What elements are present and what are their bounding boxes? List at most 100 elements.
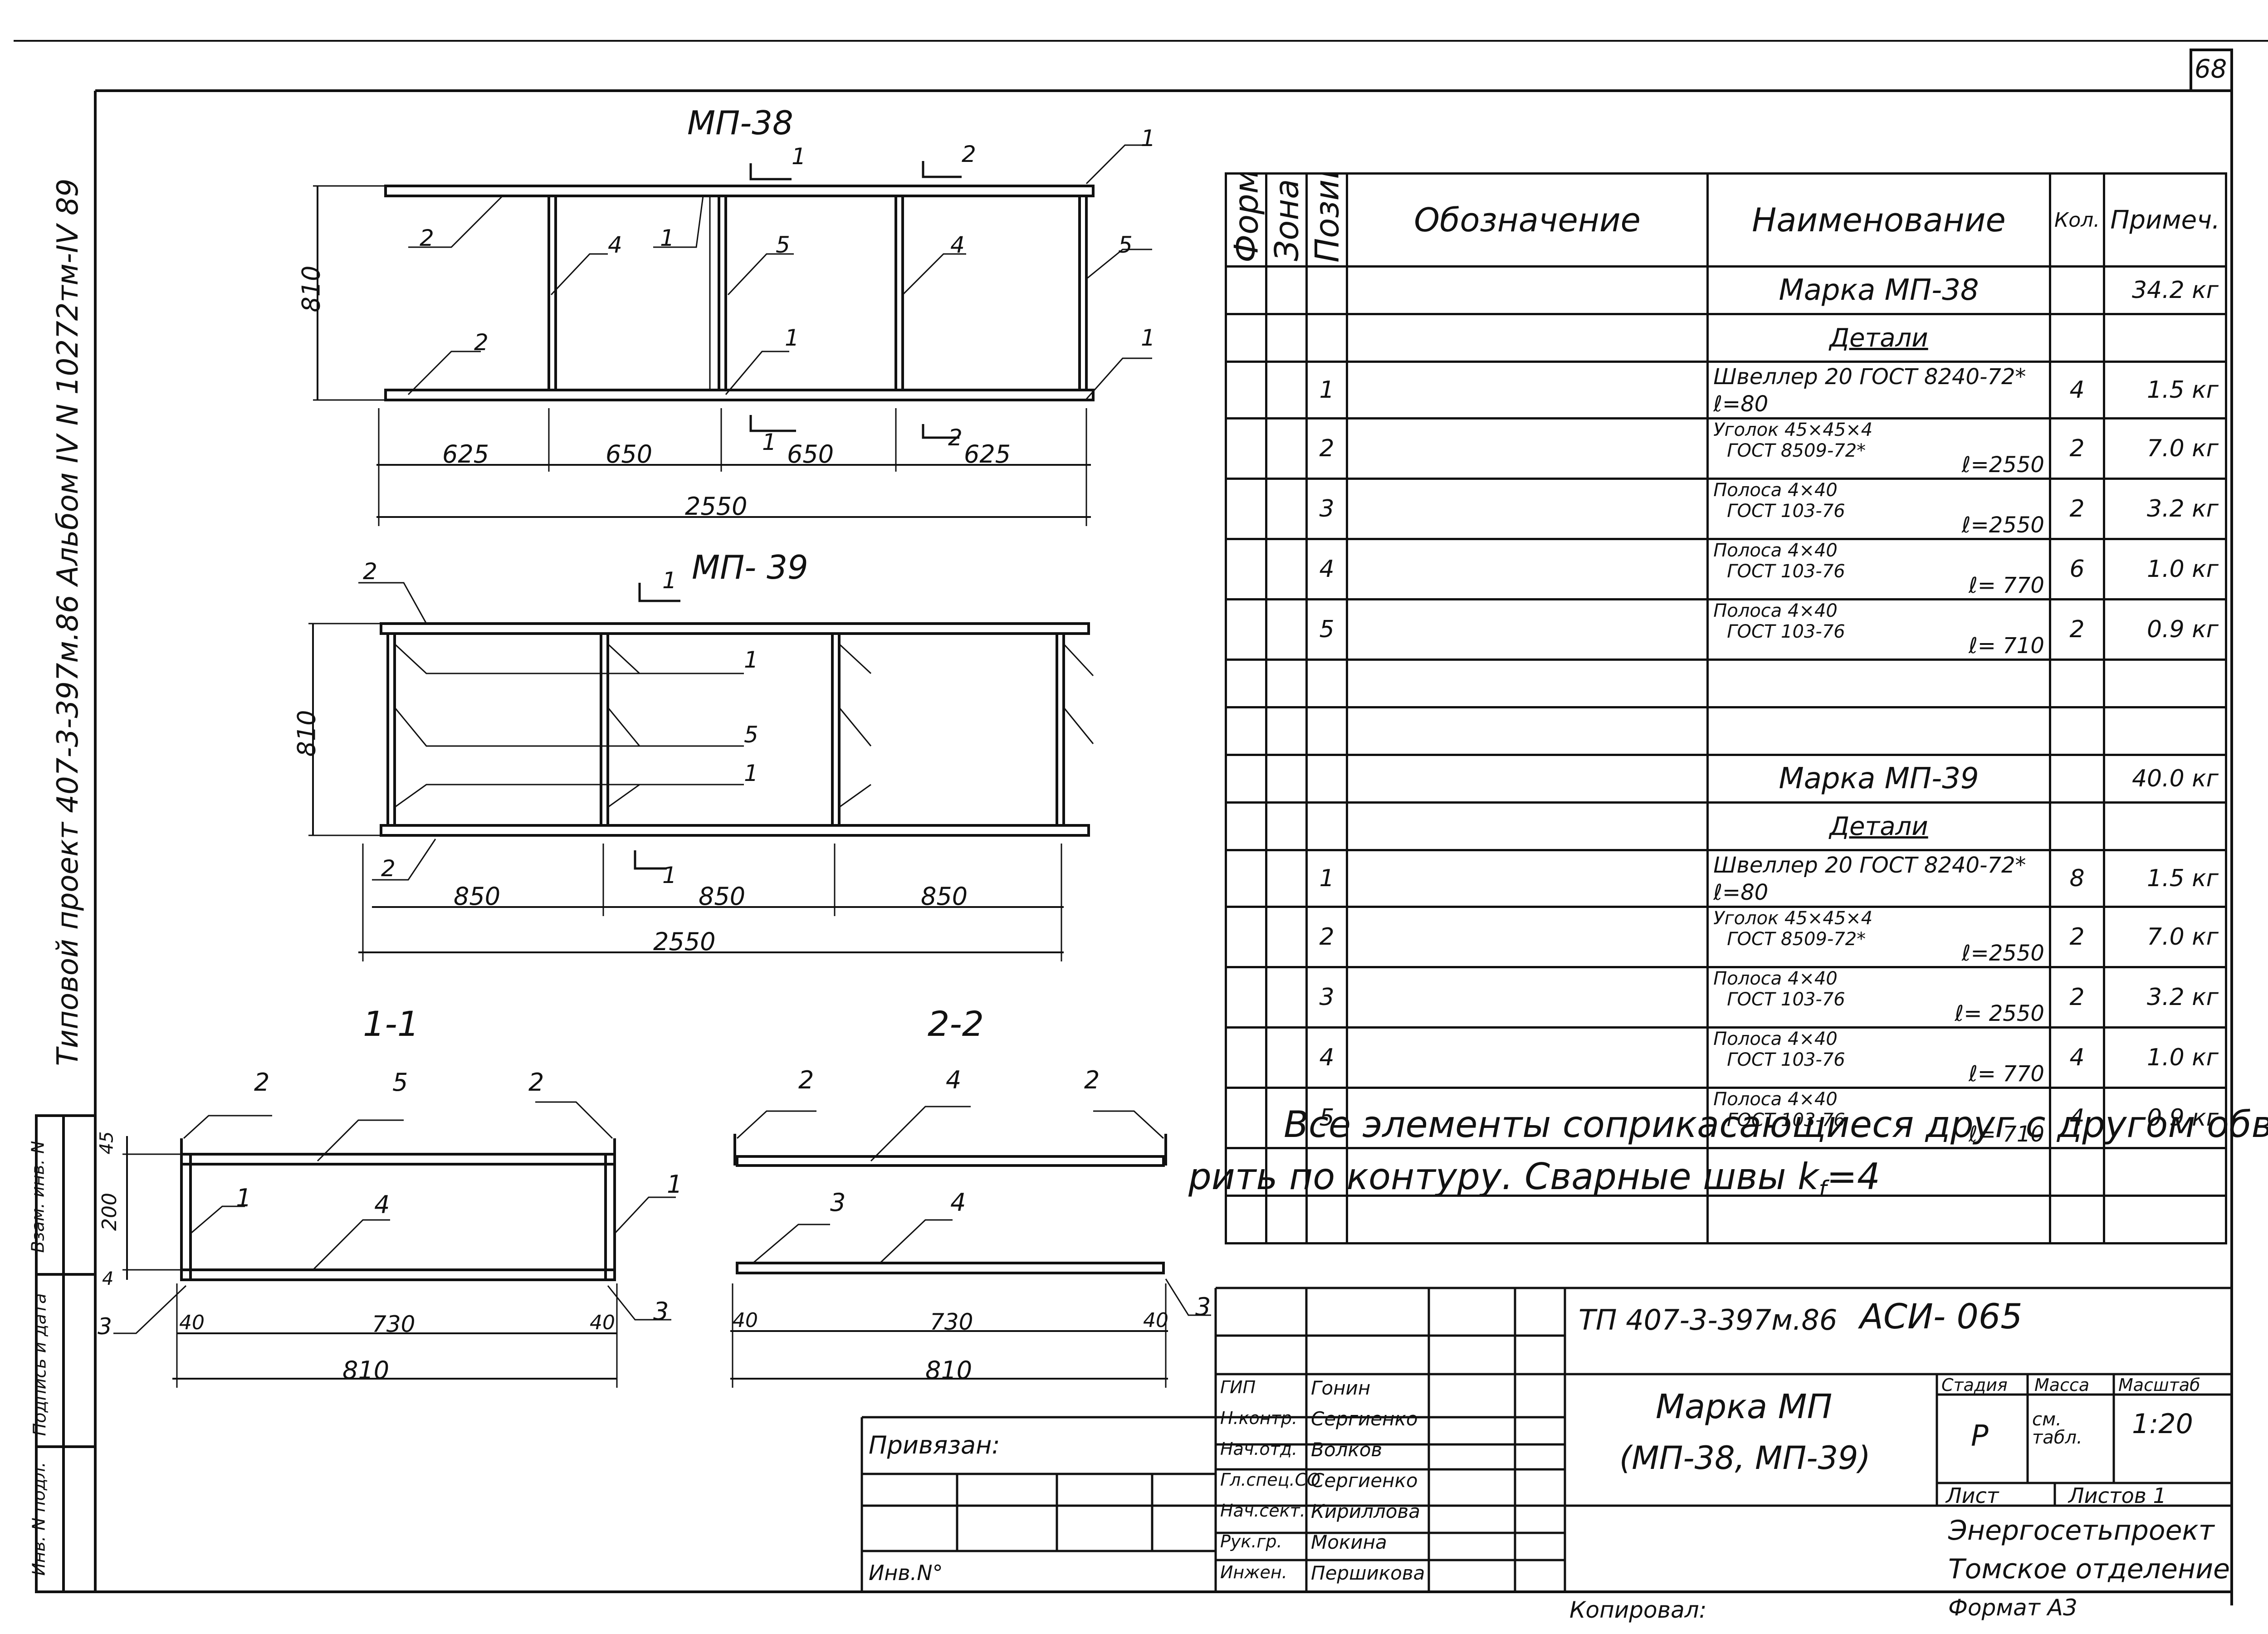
mp38-pos-2b: 2 bbox=[474, 329, 489, 356]
sec11-vdim-45: 45 bbox=[96, 1131, 117, 1155]
header-qty: Кол. bbox=[2048, 172, 2106, 268]
header-name: Наименование bbox=[1706, 172, 2051, 268]
sec22-total: 810 bbox=[925, 1356, 973, 1385]
sec11-pos-3a: 3 bbox=[98, 1313, 112, 1340]
spec-item-position: 4 bbox=[1305, 1026, 1348, 1089]
sec11-dim-40a: 40 bbox=[179, 1311, 205, 1334]
spec-section-title: Детали bbox=[1706, 801, 2051, 851]
tb-sheet-label: Лист bbox=[1946, 1483, 1999, 1508]
tb-copied: Копировал: bbox=[1569, 1597, 1707, 1623]
spec-item-mass: 1.5 кг bbox=[2103, 849, 2227, 908]
spec-item-length: ℓ= 710 bbox=[1968, 1122, 2044, 1147]
spec-item-line2: ГОСТ 103-76 bbox=[1727, 561, 1845, 582]
tb-role: Нач.сект. bbox=[1220, 1501, 1305, 1521]
mp38-pos-1c: 1 bbox=[1141, 325, 1155, 351]
spec-item-mass: 7.0 кг bbox=[2103, 417, 2227, 480]
weld-note-line2: рить по контуру. Сварные швы kf=4 bbox=[1188, 1156, 1880, 1201]
header-zone: Зона bbox=[1266, 173, 1307, 267]
spec-item-line1: Полоса 4×40 bbox=[1713, 600, 1838, 622]
mp38-pos-5b: 5 bbox=[1118, 232, 1133, 258]
tb-role: Нач.отд. bbox=[1220, 1439, 1298, 1459]
spec-item-line1: Уголок 45×45×4 bbox=[1713, 419, 1873, 441]
spec-item-position: 4 bbox=[1305, 538, 1348, 600]
spec-item-qty: 2 bbox=[2048, 966, 2106, 1029]
side-stamp-sign: Подпись и дата bbox=[29, 1293, 50, 1436]
tb-person: Сергиенко bbox=[1311, 1469, 1418, 1492]
tb-mass-label: Масса bbox=[2034, 1375, 2090, 1395]
mp38-pos-5a: 5 bbox=[776, 232, 790, 258]
spec-item-qty: 2 bbox=[2048, 906, 2106, 968]
section-1-1-drawing bbox=[113, 1101, 676, 1388]
tb-mass: см. табл. bbox=[2032, 1409, 2082, 1448]
tb-role: Гл.спец.СО bbox=[1220, 1470, 1321, 1490]
mp38-pos-1top: 1 bbox=[1141, 125, 1155, 151]
mp38-dim-1: 625 bbox=[442, 440, 489, 468]
spec-item-mass: 0.9 кг bbox=[2103, 1087, 2227, 1149]
mp38-height-dim: 810 bbox=[297, 265, 326, 312]
spec-section-title: Детали bbox=[1706, 313, 2051, 363]
spec-row bbox=[1225, 1195, 2227, 1244]
mp38-title: МП-38 bbox=[687, 104, 793, 142]
spec-item-length: ℓ= 2550 bbox=[1955, 1001, 2044, 1026]
spec-item-length: ℓ=2550 bbox=[1961, 941, 2044, 966]
spec-item-line2: ГОСТ 8509-72* bbox=[1727, 440, 1866, 461]
mp38-sec2-bot: 2 bbox=[948, 424, 963, 451]
title-block-grid bbox=[860, 1287, 2232, 1592]
header-note: Примеч. bbox=[2103, 172, 2227, 268]
tb-tied: Привязан: bbox=[869, 1431, 1000, 1459]
sec22-dim-40b: 40 bbox=[1143, 1309, 1168, 1332]
mp38-pos-4a: 4 bbox=[608, 232, 622, 258]
sec11-total: 810 bbox=[342, 1356, 390, 1385]
spec-row bbox=[1225, 658, 2227, 708]
mp38-pos-2a: 2 bbox=[420, 225, 434, 251]
spec-item-qty: 8 bbox=[2048, 849, 2106, 908]
side-stamp-vzam: Взам. инв. N bbox=[28, 1141, 48, 1253]
spec-item-line1: Полоса 4×40 bbox=[1713, 480, 1838, 501]
tb-person: Гонин bbox=[1311, 1377, 1371, 1399]
mp38-dim-2: 650 bbox=[606, 440, 653, 468]
sec11-dim-40b: 40 bbox=[590, 1311, 615, 1334]
spec-mark-title: Марка МП-39 bbox=[1706, 754, 2051, 804]
mp39-height-dim: 810 bbox=[292, 710, 321, 757]
weld-note-tail: =4 bbox=[1826, 1156, 1880, 1198]
section-2-2-drawing bbox=[730, 1106, 1211, 1388]
sec11-pos-1a: 1 bbox=[236, 1184, 252, 1212]
sec22-pos-2b: 2 bbox=[1084, 1066, 1100, 1094]
mp39-dim-3: 850 bbox=[921, 882, 968, 911]
tb-inv: Инв.N° bbox=[869, 1561, 943, 1585]
spec-item-qty: 4 bbox=[2048, 361, 2106, 419]
spec-item-qty: 2 bbox=[2048, 598, 2106, 661]
tb-stage-label: Стадия bbox=[1941, 1375, 2008, 1395]
spec-item-qty: 2 bbox=[2048, 478, 2106, 540]
mp39-dim-1: 850 bbox=[454, 882, 501, 911]
header-format: Формат bbox=[1226, 173, 1266, 267]
spec-item-qty: 4 bbox=[2048, 1087, 2106, 1149]
sec11-pos-4: 4 bbox=[374, 1190, 390, 1219]
tb-role: Н.контр. bbox=[1220, 1408, 1298, 1428]
tb-person: Кириллова bbox=[1311, 1500, 1420, 1522]
mp38-pos-4b: 4 bbox=[950, 232, 965, 258]
tb-role: Инжен. bbox=[1220, 1562, 1287, 1582]
tb-sheets-label: Листов 1 bbox=[2068, 1483, 2166, 1508]
sec22-title: 2-2 bbox=[928, 1004, 984, 1044]
mp38-sec1-bot: 1 bbox=[762, 429, 777, 455]
mp39-drawing bbox=[308, 582, 1094, 961]
spec-item-line1: Швеллер 20 ГОСТ 8240-72* ℓ=80 bbox=[1713, 364, 2026, 417]
mp38-total-dim: 2550 bbox=[685, 492, 748, 521]
mp38-pos-1b: 1 bbox=[785, 325, 799, 351]
sheet-number: 68 bbox=[2195, 54, 2227, 84]
tb-person: Волков bbox=[1311, 1439, 1383, 1461]
